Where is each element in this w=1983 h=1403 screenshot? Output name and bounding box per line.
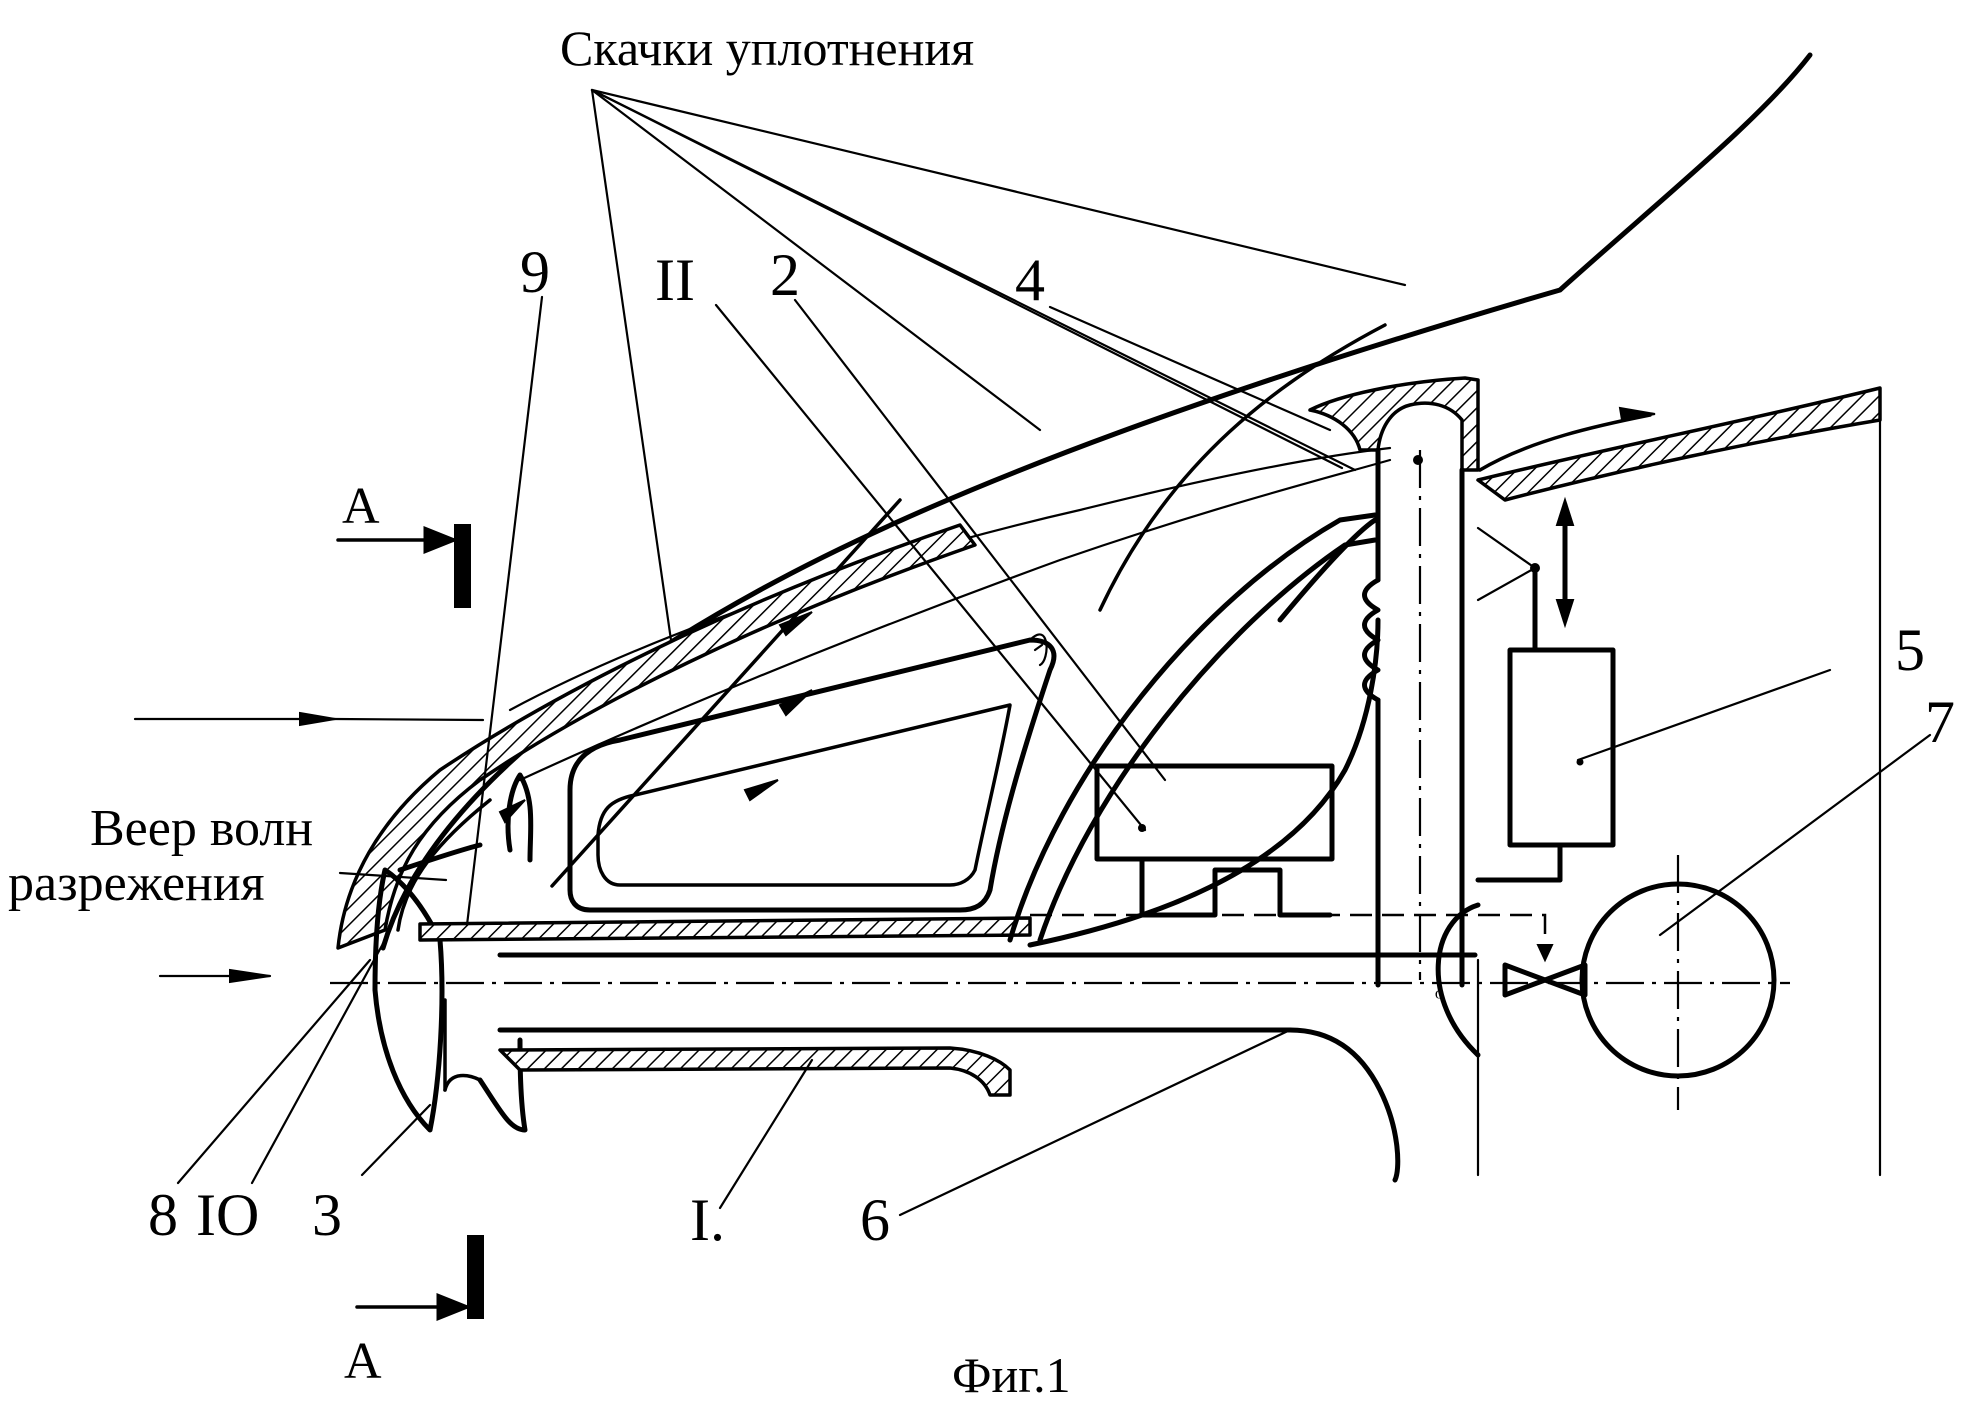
callout-7: 7 [1925, 689, 1955, 755]
shock-waves-label: Скачки уплотнения [560, 20, 974, 76]
figure-caption: Фиг.1 [952, 1347, 1071, 1403]
callout-10: IO [196, 1182, 259, 1248]
shock-wave-leaders [592, 90, 1405, 668]
rarefaction-fan-label-1: Веер волн [90, 800, 313, 857]
callout-6: 6 [860, 1187, 890, 1253]
section-label-top: А [342, 478, 380, 535]
callout-4: 4 [1015, 247, 1045, 313]
section-mark-top: А [338, 478, 470, 607]
callout-1: I. [690, 1187, 725, 1253]
actuator-2 [1097, 766, 1332, 915]
callout-3: 3 [312, 1182, 342, 1248]
callout-8: 8 [148, 1182, 178, 1248]
bleed-duct [1310, 378, 1478, 985]
section-mark-bottom: А [344, 1236, 483, 1390]
callout-5: 5 [1895, 617, 1925, 683]
callout-2: 2 [770, 242, 800, 308]
main-shaft [330, 918, 1790, 1180]
callout-11: II [655, 247, 695, 313]
rim-marks: ⁰ [1435, 988, 1443, 1010]
section-label-bottom: А [344, 1333, 382, 1390]
rarefaction-fan-label-2: разрежения [8, 855, 265, 912]
callout-9: 9 [520, 239, 550, 305]
ramp-wall [1010, 515, 1378, 945]
actuator-5 [1478, 500, 1613, 880]
